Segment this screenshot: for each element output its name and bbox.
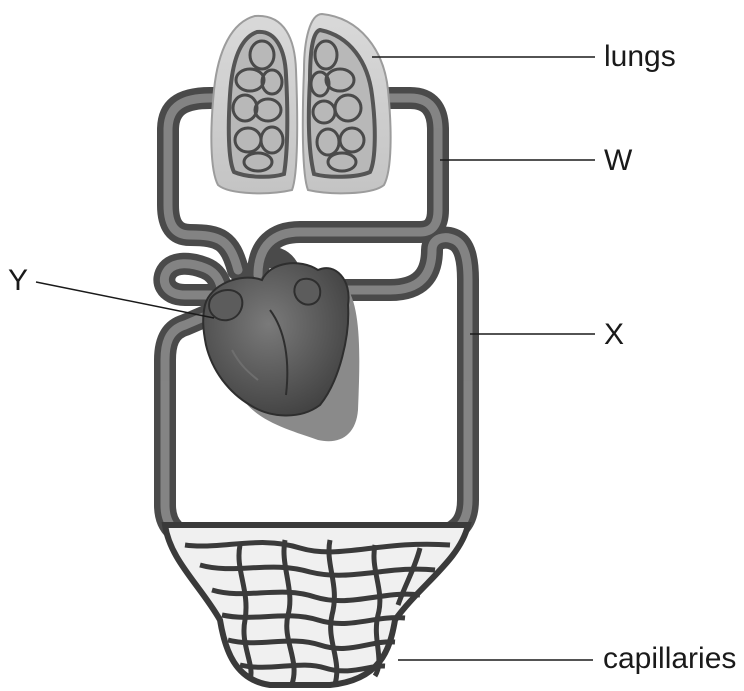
heart — [203, 263, 348, 415]
label-x: X — [604, 320, 624, 350]
label-capillaries: capillaries — [603, 644, 736, 674]
label-y: Y — [8, 266, 28, 296]
capillary-network — [165, 525, 468, 685]
label-lungs: lungs — [604, 42, 676, 72]
heart-illustration — [203, 263, 359, 441]
lungs-illustration — [211, 14, 390, 193]
label-w: W — [604, 146, 632, 176]
